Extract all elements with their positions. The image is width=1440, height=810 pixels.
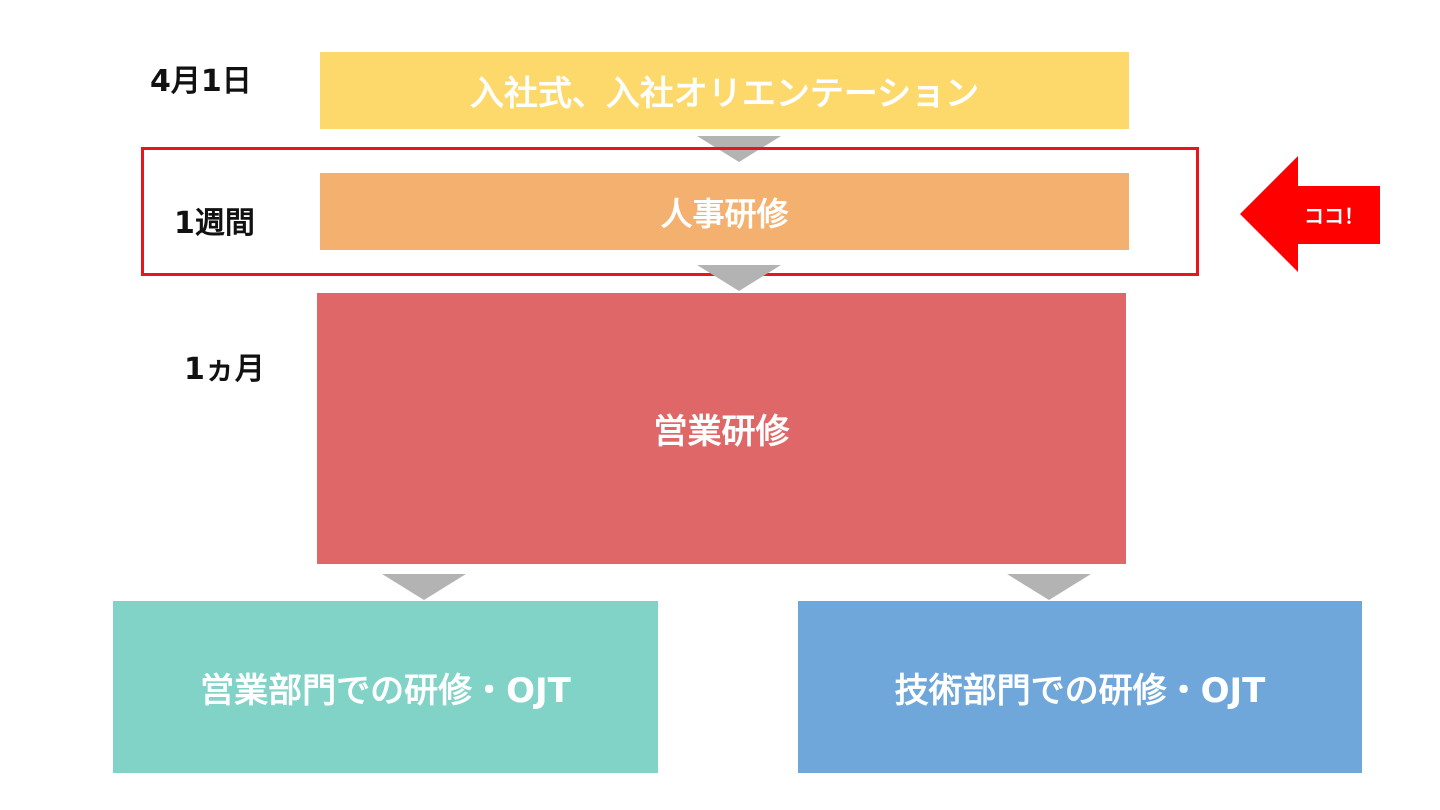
- left-arrow-icon: [1240, 156, 1380, 272]
- callout-arrow: ココ！: [1240, 156, 1380, 272]
- step-sales-training: 営業研修: [317, 293, 1126, 564]
- connector-arrow-tech-branch: [1007, 574, 1091, 600]
- connector-arrow-2: [697, 265, 781, 291]
- step-hr-training-label: 人事研修: [660, 194, 789, 233]
- step-orientation-label: 入社式、入社オリエンテーション: [469, 74, 980, 114]
- highlight-frame: [141, 147, 1199, 276]
- step-tech-dept-ojt-label: 技術部門での研修・OJT: [894, 670, 1266, 711]
- step-sales-dept-ojt: 営業部門での研修・OJT: [113, 601, 658, 773]
- time-label-day1: 4月1日: [150, 64, 252, 99]
- time-label-month1: 1ヵ月: [184, 352, 265, 387]
- step-sales-dept-ojt-label: 営業部門での研修・OJT: [200, 670, 571, 711]
- time-label-week1: 1週間: [174, 206, 255, 241]
- connector-arrow-sales-branch: [382, 574, 466, 600]
- step-orientation: 入社式、入社オリエンテーション: [320, 52, 1129, 129]
- step-sales-training-label: 営業研修: [653, 412, 790, 452]
- callout-label: ココ！: [1304, 203, 1364, 228]
- step-tech-dept-ojt: 技術部門での研修・OJT: [798, 601, 1362, 773]
- step-hr-training: 人事研修: [320, 173, 1129, 250]
